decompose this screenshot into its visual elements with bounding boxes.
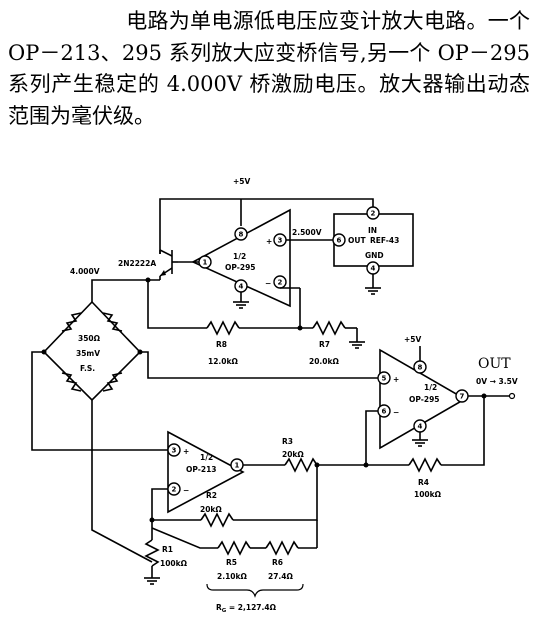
svg-text:3: 3: [278, 237, 283, 245]
resistor-r3: [284, 457, 318, 473]
svg-text:+: +: [393, 375, 399, 384]
resistor-r5: [217, 540, 251, 556]
svg-text:8: 8: [239, 231, 244, 239]
svg-text:IN: IN: [368, 226, 377, 235]
resistor-r7: [312, 320, 346, 336]
u3-section: 3 + 2 − 1/2 OP-213 1 R2 20kΩ: [149, 430, 318, 528]
svg-text:2.10kΩ: 2.10kΩ: [217, 572, 247, 581]
svg-text:1: 1: [203, 259, 208, 267]
u2-section: +5V 8 5 + 6 − 1/2 OP-295 4 7 OUT 0V → 3.…: [365, 335, 518, 466]
svg-text:1/2: 1/2: [233, 252, 246, 261]
svg-text:+: +: [183, 447, 189, 456]
svg-text:5: 5: [382, 375, 387, 383]
out-label: OUT: [478, 356, 511, 372]
svg-text:20kΩ: 20kΩ: [282, 450, 304, 459]
bridge-supply: 4.000V R8 12.0kΩ R7 20.0kΩ: [70, 267, 365, 366]
svg-text:100kΩ: 100kΩ: [414, 490, 442, 499]
svg-text:+: +: [266, 237, 272, 246]
svg-text:6: 6: [382, 408, 387, 416]
ref43-label: REF-43: [370, 236, 399, 245]
svg-text:−: −: [393, 408, 399, 417]
svg-text:2: 2: [278, 279, 283, 287]
svg-text:350Ω: 350Ω: [78, 334, 101, 343]
supply-label-top: +5V: [233, 177, 251, 186]
svg-text:3: 3: [172, 447, 177, 455]
svg-text:2.500V: 2.500V: [292, 228, 322, 237]
svg-text:F.S.: F.S.: [80, 364, 95, 373]
svg-text:OUT: OUT: [348, 236, 366, 245]
svg-text:2: 2: [172, 486, 177, 494]
svg-text:R2: R2: [206, 491, 217, 500]
svg-text:4.000V: 4.000V: [70, 267, 100, 276]
svg-text:R5: R5: [226, 558, 237, 567]
svg-text:4: 4: [371, 265, 376, 273]
svg-text:6: 6: [337, 237, 342, 245]
svg-text:−: −: [265, 279, 271, 288]
u1-section: +5V 8 4 3 + 2 − 1 1/2 OP-295 2.500V: [159, 177, 374, 328]
resistor-r2: [200, 512, 234, 528]
svg-text:1/2: 1/2: [424, 383, 437, 392]
resistor-r6: [265, 540, 299, 556]
svg-text:R1: R1: [162, 545, 173, 554]
strain-bridge: 350Ω 35mV F.S.: [31, 300, 378, 563]
svg-text:7: 7: [460, 393, 465, 401]
svg-text:R8: R8: [216, 340, 227, 349]
resistor-r8: [206, 320, 240, 336]
svg-text:R6: R6: [272, 558, 283, 567]
svg-text:0V → 3.5V: 0V → 3.5V: [476, 377, 518, 386]
resistor-r1: [144, 539, 160, 567]
svg-text:4: 4: [418, 423, 423, 431]
svg-text:12.0kΩ: 12.0kΩ: [208, 357, 238, 366]
rg-label: RG = 2,127.4Ω: [216, 603, 277, 614]
svg-text:27.4Ω: 27.4Ω: [268, 572, 294, 581]
op213-u3: [167, 430, 245, 514]
svg-text:2: 2: [371, 210, 376, 218]
r3-r4: R3 20kΩ R4 100kΩ: [243, 437, 442, 499]
svg-text:20kΩ: 20kΩ: [200, 505, 222, 514]
svg-text:−: −: [183, 486, 189, 495]
description-paragraph: 电路为单电源低电压应变计放大电路。一个 OP－213、295 系列放大应变桥信号…: [8, 6, 530, 132]
svg-text:R4: R4: [418, 478, 429, 487]
resistor-r4: [408, 457, 442, 473]
svg-text:GND: GND: [365, 251, 384, 260]
svg-text:R7: R7: [319, 340, 330, 349]
gain-network: R1 100kΩ R5 2.10kΩ R6 27.4Ω RG = 2,127.4…: [144, 520, 318, 614]
svg-text:1: 1: [235, 462, 240, 470]
svg-text:8: 8: [418, 364, 423, 372]
transistor-2n2222a: 2N2222A: [118, 249, 178, 280]
op295-u1-label: OP-295: [225, 263, 256, 272]
svg-text:2N2222A: 2N2222A: [118, 259, 156, 268]
ref43: 2 IN 6 OUT REF-43 GND 4: [332, 206, 414, 295]
svg-text:R3: R3: [282, 437, 293, 446]
op295-u2-label: OP-295: [409, 395, 440, 404]
svg-text:100kΩ: 100kΩ: [160, 559, 188, 568]
svg-text:20.0kΩ: 20.0kΩ: [309, 357, 339, 366]
description-text: 电路为单电源低电压应变计放大电路。一个 OP－213、295 系列放大应变桥信号…: [8, 9, 530, 128]
op213-u3-label: OP-213: [186, 465, 217, 474]
svg-text:+5V: +5V: [404, 335, 422, 344]
svg-text:4: 4: [239, 283, 244, 291]
svg-text:1/2: 1/2: [200, 453, 213, 462]
svg-text:35mV: 35mV: [76, 349, 100, 358]
